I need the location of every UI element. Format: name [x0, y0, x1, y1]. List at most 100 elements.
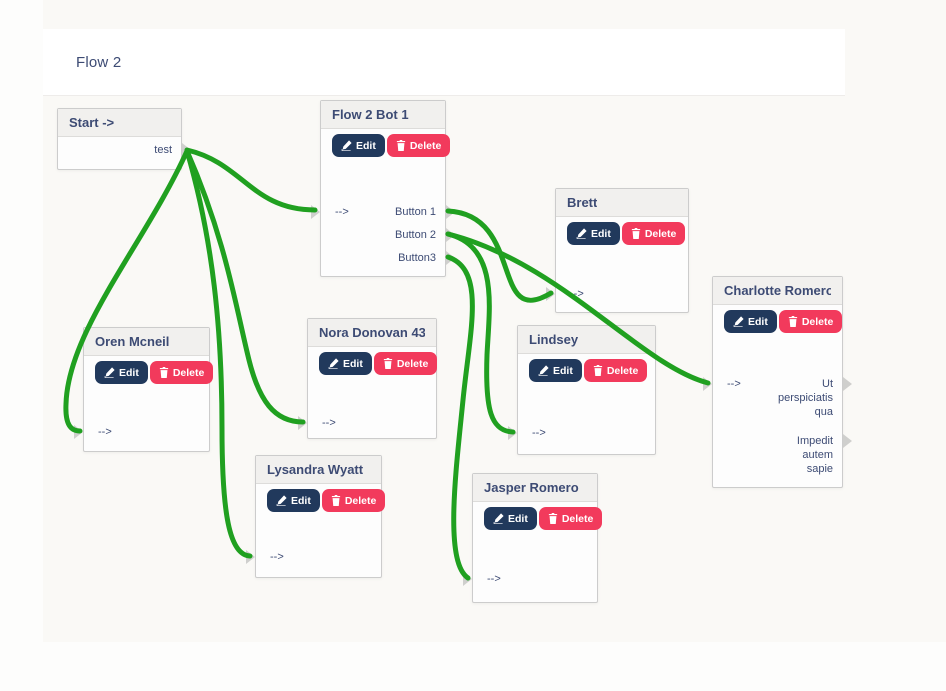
trash-icon [396, 140, 406, 151]
node-header[interactable]: Nora Donovan 43 [308, 319, 436, 347]
node-title: Start -> [69, 115, 115, 130]
delete-button[interactable]: Delete [583, 359, 648, 382]
delete-button[interactable]: Delete [386, 134, 451, 157]
output-port[interactable] [843, 377, 852, 391]
node-actions: Edit Delete [724, 310, 843, 333]
delete-button-label: Delete [172, 366, 205, 379]
pencil-icon [733, 316, 744, 327]
pencil-icon [104, 367, 115, 378]
delete-button-label: Delete [396, 357, 429, 370]
output-label: Ut perspiciatis qua [777, 378, 833, 418]
node-actions: Edit Delete [95, 361, 214, 384]
trash-icon [331, 495, 341, 506]
flow-header-bar: Flow 2 [43, 29, 845, 96]
trash-icon [788, 316, 798, 327]
trash-icon [159, 367, 169, 378]
edit-button-label: Edit [553, 364, 573, 377]
edge-flow2bot1:button2-lindsey:in[interactable] [445, 231, 516, 435]
node-actions: Edit Delete [529, 359, 648, 382]
node-header[interactable]: Lindsey [518, 326, 655, 354]
node-title: Oren Mcneil [95, 334, 170, 349]
node-title: Jasper Romero [484, 480, 579, 495]
edge-start:test-oren:in[interactable] [63, 148, 190, 434]
delete-button[interactable]: Delete [373, 352, 438, 375]
node-header[interactable]: Oren Mcneil [84, 328, 209, 356]
pencil-icon [276, 495, 287, 506]
edit-button[interactable]: Edit [724, 310, 777, 333]
delete-button-label: Delete [606, 364, 639, 377]
node-title: Brett [567, 195, 598, 210]
edit-button[interactable]: Edit [484, 507, 537, 530]
pencil-icon [576, 228, 587, 239]
pencil-icon [538, 365, 549, 376]
delete-button-label: Delete [561, 512, 594, 525]
edge-start:test-flow2bot1:in[interactable] [184, 147, 318, 213]
delete-button[interactable]: Delete [538, 507, 603, 530]
node-title: Nora Donovan 43 [319, 325, 425, 340]
edge-flow2bot1:button1-brett:in[interactable] [445, 208, 554, 303]
node-header[interactable]: Jasper Romero [473, 474, 597, 502]
trash-icon [631, 228, 641, 239]
node-header[interactable]: Flow 2 Bot 1 [321, 101, 445, 129]
delete-button-label: Delete [644, 227, 677, 240]
delete-button[interactable]: Delete [149, 361, 214, 384]
page-title: Flow 2 [76, 53, 122, 71]
edit-button-label: Edit [119, 366, 139, 379]
input-label: --> [532, 427, 546, 439]
node-title: Flow 2 Bot 1 [332, 107, 409, 122]
trash-icon [383, 358, 393, 369]
edit-button-label: Edit [508, 512, 528, 525]
node-header[interactable]: Start -> [58, 109, 181, 137]
output-label: Impedit autem sapie [796, 435, 833, 475]
node-actions: Edit Delete [567, 222, 686, 245]
delete-button[interactable]: Delete [621, 222, 686, 245]
trash-icon [548, 513, 558, 524]
edge-flow2bot1:button3-jasper:in[interactable] [445, 254, 475, 581]
node-title: Lysandra Wyatt [267, 462, 364, 477]
edge-start:test-nora:in[interactable] [184, 148, 306, 425]
trash-icon [593, 365, 603, 376]
edge-flow2bot1:button2-charlotte:in[interactable] [445, 231, 711, 386]
input-label: --> [727, 378, 741, 390]
output-port[interactable] [843, 434, 852, 448]
node-actions: Edit Delete [484, 507, 603, 530]
output-label: test [154, 144, 172, 156]
output-label: Button 2 [395, 229, 436, 241]
delete-button[interactable]: Delete [321, 489, 386, 512]
node-header[interactable]: Charlotte Romero [713, 277, 842, 305]
delete-button-label: Delete [409, 139, 442, 152]
flow-node-start[interactable]: Start -> test [57, 108, 191, 170]
delete-button[interactable]: Delete [778, 310, 843, 333]
edit-button[interactable]: Edit [567, 222, 620, 245]
pencil-icon [493, 513, 504, 524]
node-header[interactable]: Lysandra Wyatt [256, 456, 381, 484]
edit-button[interactable]: Edit [529, 359, 582, 382]
delete-button-label: Delete [801, 315, 834, 328]
edit-button[interactable]: Edit [319, 352, 372, 375]
edit-button-label: Edit [591, 227, 611, 240]
edit-button-label: Edit [748, 315, 768, 328]
edit-button[interactable]: Edit [332, 134, 385, 157]
input-label: --> [335, 206, 349, 218]
node-title: Charlotte Romero [724, 283, 831, 298]
output-label: Button3 [398, 252, 436, 264]
node-header[interactable]: Brett [556, 189, 688, 217]
input-label: --> [270, 551, 284, 563]
edge-start:test-lysandra:in[interactable] [184, 148, 253, 559]
input-label: --> [98, 426, 112, 438]
input-label: --> [487, 573, 501, 585]
edit-button[interactable]: Edit [95, 361, 148, 384]
edit-button[interactable]: Edit [267, 489, 320, 512]
node-title: Lindsey [529, 332, 579, 347]
pencil-icon [328, 358, 339, 369]
